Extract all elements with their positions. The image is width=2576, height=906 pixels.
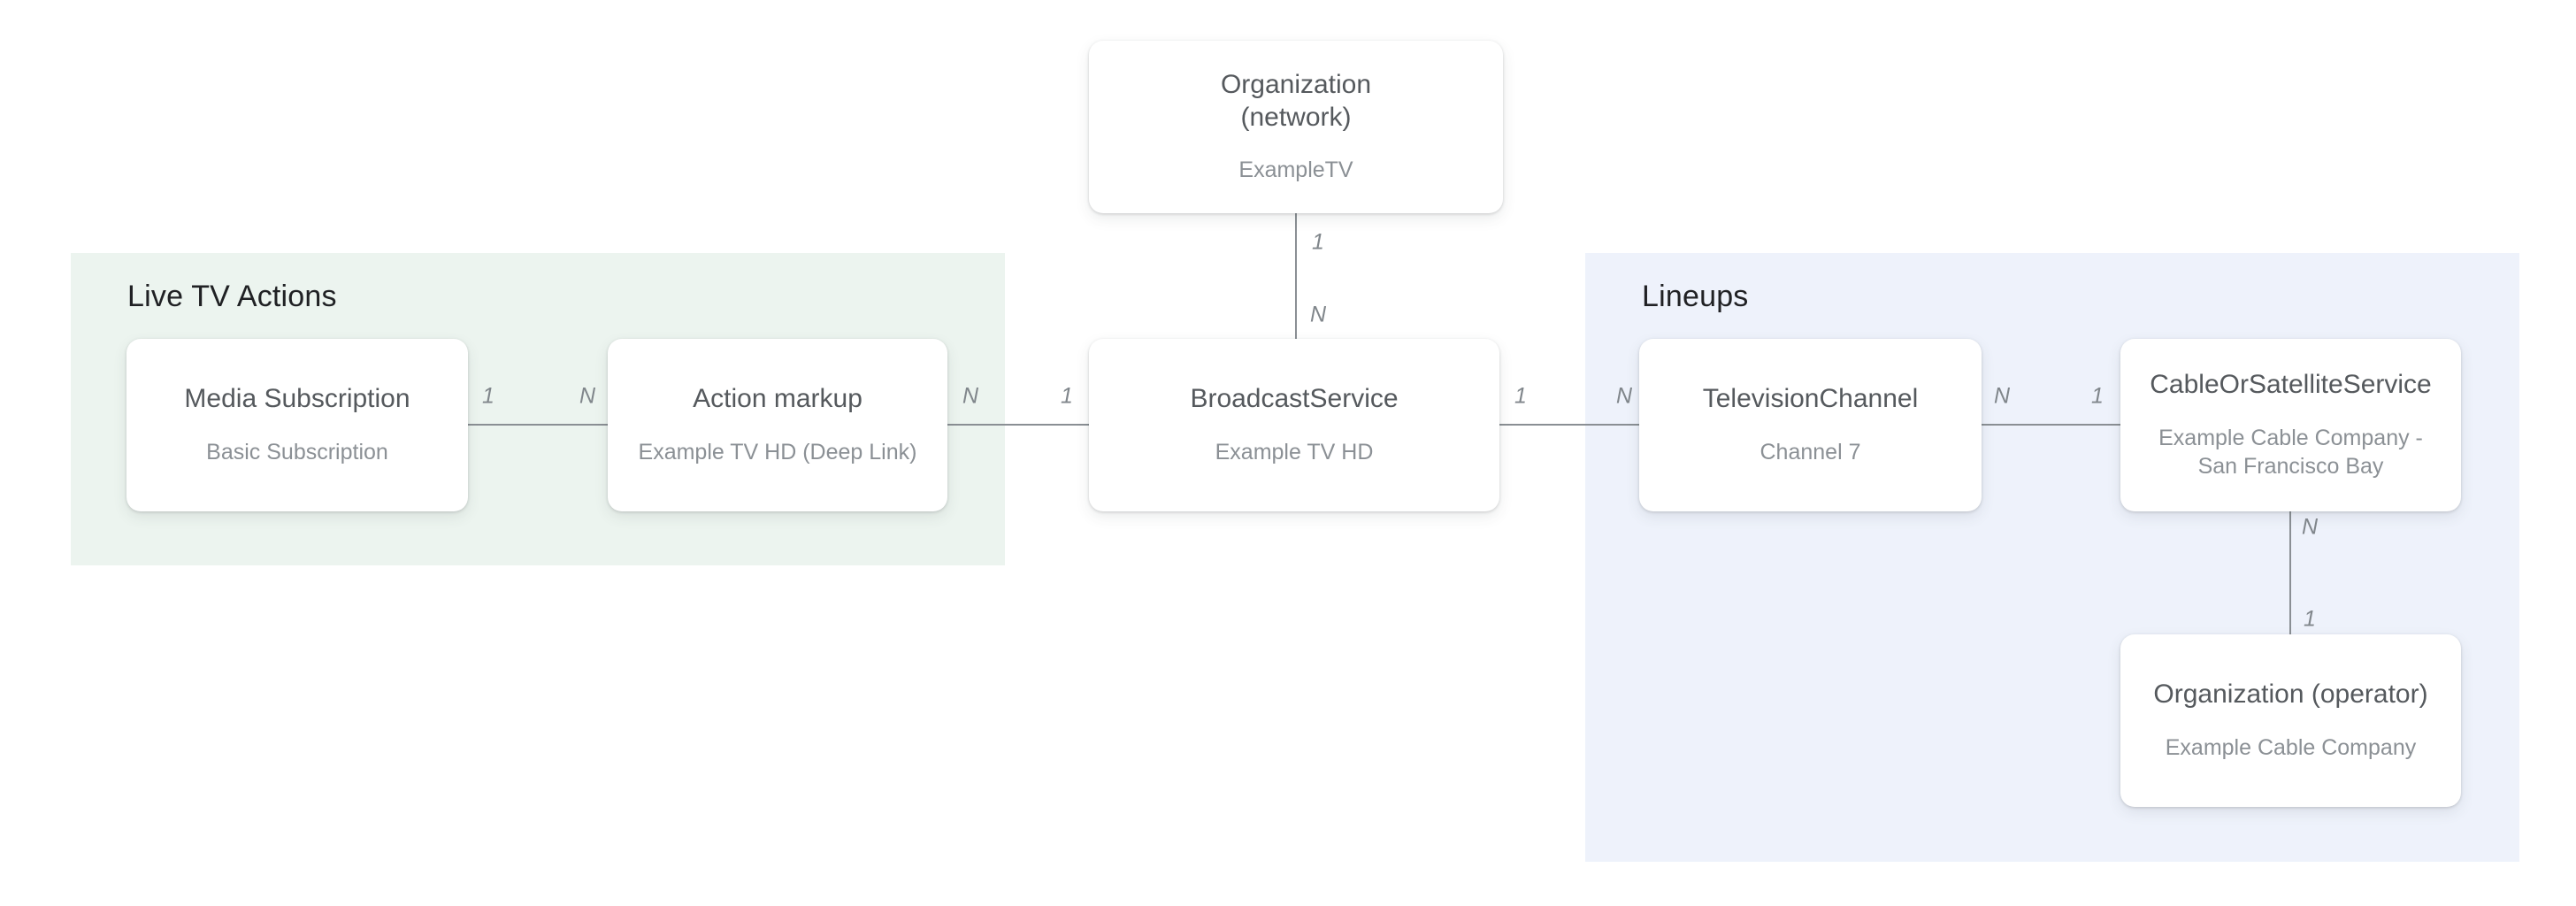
- edge-action-to-broadcast: [947, 424, 1089, 426]
- cardinality-cable-operator-end: 1: [2304, 606, 2316, 632]
- node-broadcast-service: BroadcastService Example TV HD: [1089, 339, 1499, 511]
- edge-broadcast-to-tv: [1499, 424, 1639, 426]
- node-subtitle: Channel 7: [1760, 440, 1861, 465]
- edge-tv-to-cable: [1982, 424, 2120, 426]
- edge-network-to-broadcast: [1295, 213, 1297, 339]
- node-organization-network: Organization (network) ExampleTV: [1089, 41, 1503, 213]
- node-organization-operator: Organization (operator) Example Cable Co…: [2120, 634, 2461, 807]
- node-title: Organization (operator): [2153, 680, 2428, 710]
- node-media-subscription: Media Subscription Basic Subscription: [126, 339, 468, 511]
- cardinality-media-action-start: 1: [482, 383, 494, 409]
- cardinality-network-broadcast-start: 1: [1312, 229, 1324, 255]
- node-action-markup: Action markup Example TV HD (Deep Link): [608, 339, 947, 511]
- edge-cable-to-operator: [2289, 511, 2291, 634]
- node-cable-or-satellite-service: CableOrSatelliteService Example Cable Co…: [2120, 339, 2461, 511]
- cardinality-network-broadcast-end: N: [1309, 302, 1327, 327]
- cardinality-tv-cable-start: N: [1993, 383, 2011, 409]
- region-label-lineups: Lineups: [1642, 280, 1749, 313]
- cardinality-broadcast-tv-start: 1: [1514, 383, 1527, 409]
- cardinality-media-action-end: N: [579, 383, 596, 409]
- cardinality-broadcast-tv-end: N: [1615, 383, 1633, 409]
- cardinality-tv-cable-end: 1: [2091, 383, 2104, 409]
- node-subtitle: ExampleTV: [1238, 157, 1353, 183]
- cardinality-cable-operator-start: N: [2301, 514, 2319, 540]
- region-label-live-tv-actions: Live TV Actions: [127, 280, 337, 313]
- node-title: Media Subscription: [184, 384, 410, 414]
- node-subtitle: Basic Subscription: [206, 440, 388, 465]
- node-subtitle: Example Cable Company: [2165, 735, 2417, 761]
- edge-media-to-action: [468, 424, 608, 426]
- cardinality-action-broadcast-end: 1: [1061, 383, 1073, 409]
- node-subtitle: Example Cable Company - San Francisco Ba…: [2158, 425, 2423, 480]
- node-subtitle: Example TV HD: [1215, 440, 1374, 465]
- node-television-channel: TelevisionChannel Channel 7: [1639, 339, 1982, 511]
- cardinality-action-broadcast-start: N: [962, 383, 979, 409]
- node-title: Organization (network): [1220, 70, 1372, 132]
- node-title: Action markup: [693, 384, 862, 414]
- node-title: BroadcastService: [1190, 384, 1399, 414]
- node-title: TelevisionChannel: [1702, 384, 1919, 414]
- node-subtitle: Example TV HD (Deep Link): [638, 440, 917, 465]
- node-title: CableOrSatelliteService: [2150, 370, 2432, 400]
